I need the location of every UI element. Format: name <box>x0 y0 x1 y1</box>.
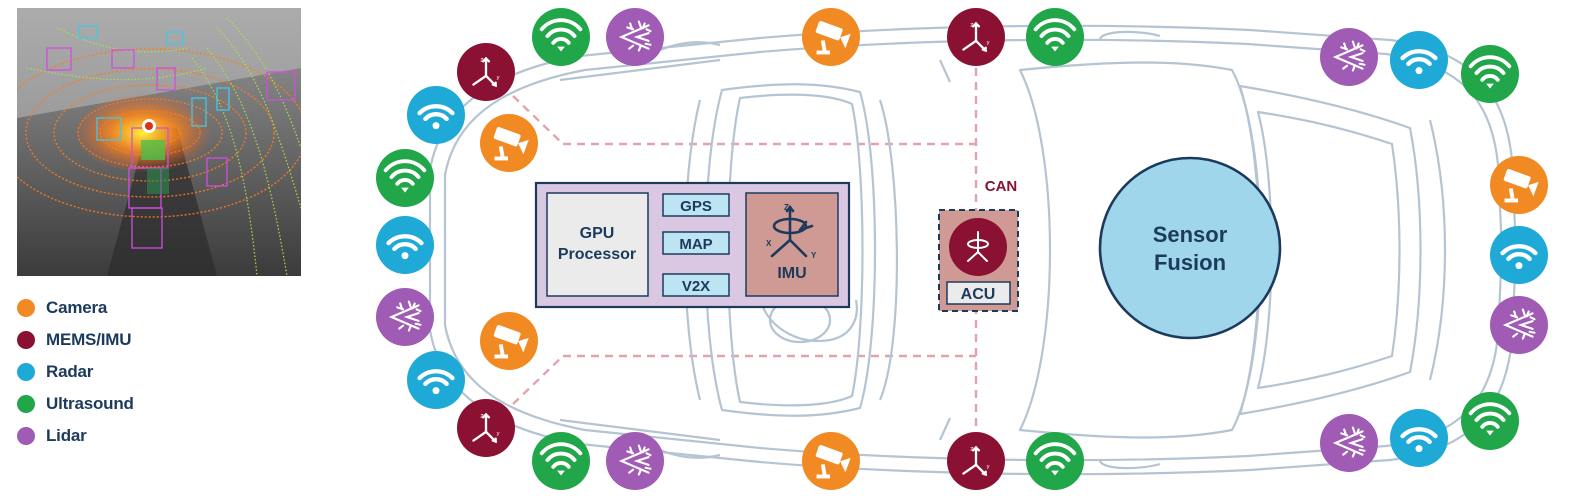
lidar-dot-icon <box>17 427 35 445</box>
ultrasound-dot-icon <box>17 395 35 413</box>
legend-label: Ultrasound <box>46 394 134 413</box>
acu-unit: CAN ACU <box>938 178 1019 312</box>
legend-item-lidar: Lidar <box>17 420 217 452</box>
gpu-processor-block <box>546 192 649 297</box>
gps-module <box>662 193 730 217</box>
sensor-legend: Camera MEMS/IMU Radar Ultrasound Lidar <box>17 292 217 452</box>
legend-item-ultrasound: Ultrasound <box>17 388 217 420</box>
radar-sensor-icon <box>407 86 465 144</box>
camera-sensor-icon <box>1490 156 1548 214</box>
camera-dot-icon <box>17 299 35 317</box>
gpu-label: GPU <box>580 225 615 242</box>
radar-sensor-icon <box>1390 31 1448 89</box>
legend-label: Lidar <box>46 426 87 445</box>
lidar-sensor-icon <box>606 8 664 66</box>
lidar-point-cloud-image <box>17 8 301 276</box>
ultrasound-sensor-icon <box>1026 8 1084 66</box>
mems-imu-sensor-icon <box>457 399 515 457</box>
camera-sensor-icon <box>802 432 860 490</box>
sensor-fusion-line2: Fusion <box>1154 250 1226 275</box>
v2x-label: V2X <box>682 278 710 295</box>
lidar-sensor-icon <box>1320 28 1378 86</box>
ultrasound-sensor-icon <box>1026 432 1084 490</box>
imu-axis-y: Y <box>811 251 817 260</box>
sensor-icons <box>376 8 1548 490</box>
mems-imu-sensor-icon <box>947 432 1005 490</box>
imu-axes-icon <box>770 204 814 258</box>
can-label: CAN <box>985 178 1018 195</box>
imu-label: IMU <box>777 265 806 282</box>
ultrasound-sensor-icon <box>532 8 590 66</box>
gps-label: GPS <box>680 198 712 215</box>
ultrasound-sensor-icon <box>376 149 434 207</box>
legend-item-radar: Radar <box>17 356 217 388</box>
radar-dot-icon <box>17 363 35 381</box>
lidar-sensor-icon <box>606 432 664 490</box>
ultrasound-sensor-icon <box>532 432 590 490</box>
sensor-fusion-line1: Sensor <box>1153 222 1228 247</box>
legend-item-mems-imu: MEMS/IMU <box>17 324 217 356</box>
radar-sensor-icon <box>376 216 434 274</box>
processor-unit: GPU Processor GPS MAP V2X Z X Y IMU <box>534 181 851 309</box>
legend-label: Camera <box>46 298 108 317</box>
acu-label: ACU <box>961 286 996 303</box>
imu-axis-x: X <box>766 239 772 248</box>
imu-axis-z: Z <box>784 203 789 212</box>
processor-label: Processor <box>558 246 636 263</box>
ultrasound-sensor-icon <box>1461 45 1519 103</box>
map-label: MAP <box>679 236 712 253</box>
sensor-fusion-circle <box>1098 156 1282 340</box>
map-module <box>662 231 730 255</box>
ultrasound-sensor-icon <box>1461 392 1519 450</box>
lidar-sensor-icon <box>1490 296 1548 354</box>
legend-label: Radar <box>46 362 94 381</box>
mems-imu-sensor-icon <box>457 43 515 101</box>
legend-item-camera: Camera <box>17 292 217 324</box>
camera-sensor-icon <box>802 8 860 66</box>
radar-sensor-icon <box>1390 409 1448 467</box>
radar-sensor-icon <box>407 351 465 409</box>
acu-label-box <box>946 281 1011 305</box>
mems-imu-sensor-icon <box>947 8 1005 66</box>
sensor-fusion: Sensor Fusion <box>1098 156 1282 340</box>
lidar-sensor-icon <box>1320 414 1378 472</box>
v2x-module <box>662 273 730 297</box>
radar-sensor-icon <box>1490 226 1548 284</box>
camera-sensor-icon <box>480 312 538 370</box>
mems-imu-dot-icon <box>17 331 35 349</box>
lidar-sensor-icon <box>376 288 434 346</box>
legend-label: MEMS/IMU <box>46 330 132 349</box>
camera-sensor-icon <box>480 114 538 172</box>
